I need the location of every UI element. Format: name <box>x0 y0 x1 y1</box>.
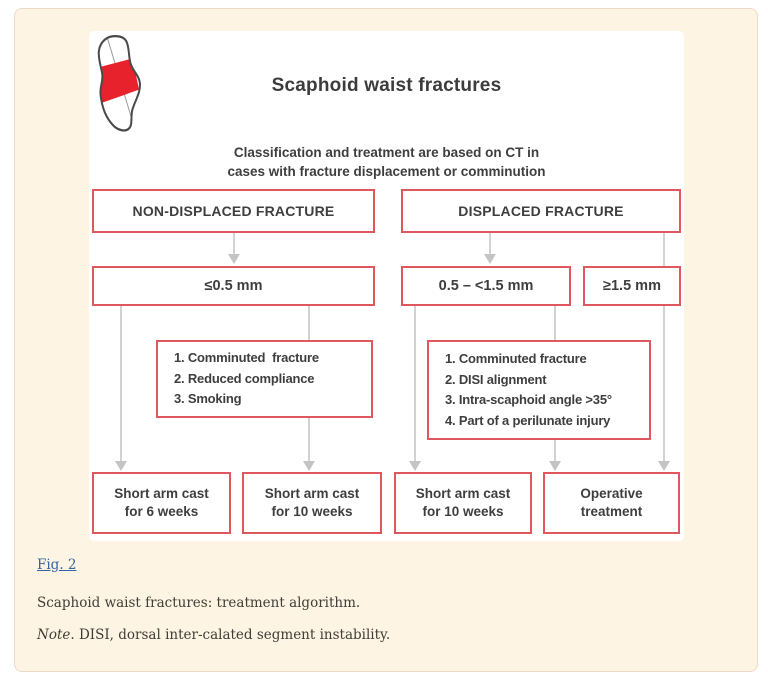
subtitle-line-1: Classification and treatment are based o… <box>233 145 540 160</box>
criteria-item: 3. Intra-scaphoid angle >35° <box>445 392 612 407</box>
node-displaced-fracture: DISPLACED FRACTURE <box>401 189 681 233</box>
figure-title: Scaphoid waist fractures <box>271 75 502 96</box>
node-label: ≤0.5 mm <box>204 278 263 294</box>
figure-caption-block: Fig. 2 Scaphoid waist fractures: treatme… <box>37 557 390 643</box>
node-non-displaced-fracture: NON-DISPLACED FRACTURE <box>92 189 375 233</box>
outcome-cast-10-weeks-right: Short arm cast for 10 weeks <box>394 472 532 534</box>
figure-caption-text: Scaphoid waist fractures: treatment algo… <box>37 595 637 611</box>
bone-outline <box>97 35 141 132</box>
node-displacement-05-15mm: 0.5 – <1.5 mm <box>401 266 571 306</box>
subtitle-line-2: cases with fracture displacement or comm… <box>227 164 546 179</box>
outcome-line: Short arm cast <box>264 486 360 501</box>
outcome-line: treatment <box>580 504 643 519</box>
criteria-item: 3. Smoking <box>174 391 242 407</box>
outcome-cast-10-weeks-left: Short arm cast for 10 weeks <box>242 472 382 534</box>
note-label: Note <box>37 627 71 643</box>
figure-card: Scaphoid waist fractures Classification … <box>14 8 758 672</box>
criteria-box-non-displaced: 1. Comminuted fracture 2. Reduced compli… <box>156 340 373 418</box>
arrow-head <box>228 254 240 264</box>
arrow-head <box>549 461 561 471</box>
outcome-line: Operative <box>580 486 643 501</box>
figure-2-link[interactable]: Fig. 2 <box>37 557 77 573</box>
outcome-line: for 10 weeks <box>422 504 504 519</box>
criteria-item: 4. Part of a perilunate injury <box>445 412 611 428</box>
arrow-head <box>115 461 127 471</box>
scaphoid-bone-icon <box>97 35 141 132</box>
node-displacement-ge-15mm: ≥1.5 mm <box>583 266 681 306</box>
caption-description: Scaphoid waist fractures: treatment algo… <box>37 595 361 611</box>
outcome-line: Short arm cast <box>415 486 511 501</box>
arrow-head <box>484 254 496 264</box>
criteria-box-displaced: 1. Comminuted fracture 2. DISI alignment… <box>427 340 651 440</box>
outcome-line: Short arm cast <box>114 486 209 501</box>
criteria-item: 1. Comminuted fracture <box>445 351 587 366</box>
outcome-operative-treatment: Operative treatment <box>543 472 680 534</box>
arrow-head <box>303 461 315 471</box>
outcome-line: for 6 weeks <box>124 504 199 519</box>
criteria-item: 2. Reduced compliance <box>174 370 315 386</box>
node-label: 0.5 – <1.5 mm <box>438 278 534 294</box>
figure-subtitle: Classification and treatment are based o… <box>89 143 684 181</box>
note-body: . DISI, dorsal inter-calated segment ins… <box>70 627 391 643</box>
figure-note: Note. DISI, dorsal inter-calated segment… <box>37 627 637 643</box>
algorithm-figure-panel: Scaphoid waist fractures Classification … <box>89 31 684 541</box>
arrow-head <box>409 461 421 471</box>
node-label: DISPLACED FRACTURE <box>458 203 624 219</box>
node-label: NON-DISPLACED FRACTURE <box>132 203 335 219</box>
criteria-item: 1. Comminuted fracture <box>174 350 319 366</box>
node-label: ≥1.5 mm <box>603 278 661 294</box>
node-displacement-le-05mm: ≤0.5 mm <box>92 266 375 306</box>
outcome-cast-6-weeks: Short arm cast for 6 weeks <box>92 472 231 534</box>
outcome-line: for 10 weeks <box>271 504 353 519</box>
arrow-head <box>658 461 670 471</box>
criteria-item: 2. DISI alignment <box>445 371 547 387</box>
